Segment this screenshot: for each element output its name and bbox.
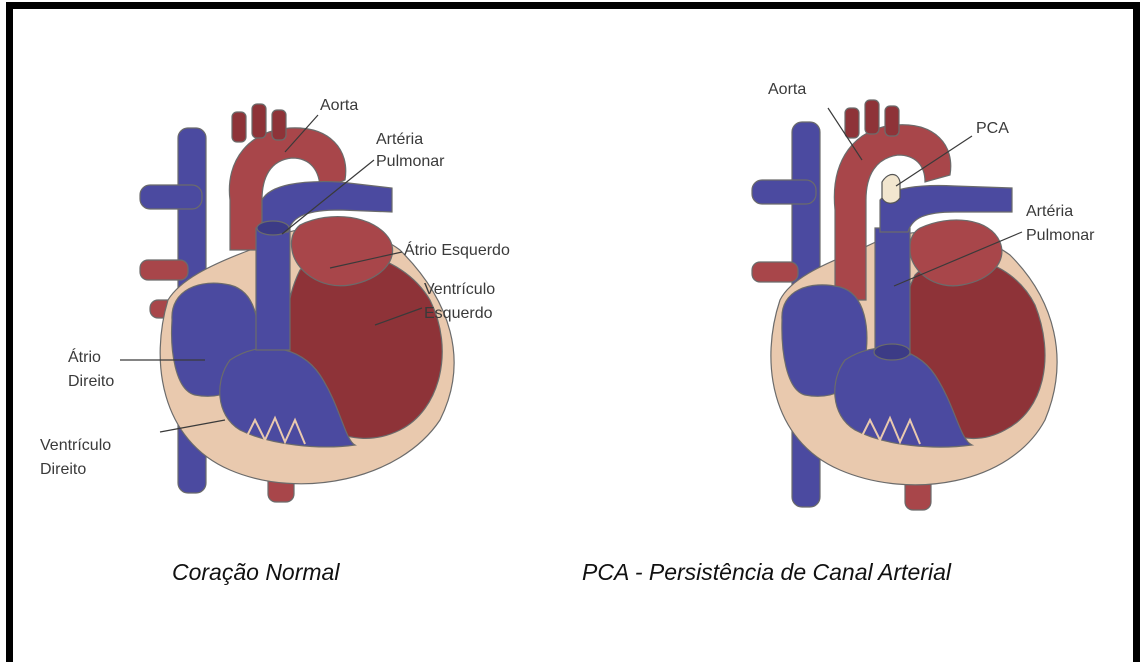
- caption-normal-heart: Coração Normal: [172, 559, 340, 585]
- pulmonary-valve: [874, 344, 910, 360]
- aorta-branch: [232, 112, 246, 142]
- label-arteria-line1: Artéria: [1026, 203, 1073, 220]
- pulmonary-trunk: [256, 228, 290, 350]
- caption-pca-heart: PCA - Persistência de Canal Arterial: [582, 559, 952, 585]
- label-arteria-line2: Pulmonar: [376, 153, 445, 170]
- label-ventriculo-esq-line2: Esquerdo: [424, 305, 493, 322]
- pulmonary-trunk: [875, 228, 910, 355]
- pca-heart-illustration: [752, 100, 1057, 510]
- label-atrio-esquerdo: Átrio Esquerdo: [404, 240, 510, 259]
- ductus-arteriosus: [882, 175, 900, 204]
- aorta-branch: [252, 104, 266, 138]
- aorta-branch: [885, 106, 899, 136]
- label-atrio-direito-line2: Direito: [68, 373, 114, 390]
- label-pca: PCA: [976, 120, 1009, 137]
- pulmonary-vein-left: [752, 180, 816, 204]
- label-aorta: Aorta: [320, 97, 358, 114]
- vessel-stub: [140, 260, 188, 280]
- label-aorta: Aorta: [768, 81, 806, 98]
- label-atrio-direito-line1: Átrio: [68, 347, 101, 366]
- label-ventriculo-dir-line1: Ventrículo: [40, 437, 111, 454]
- label-ventriculo-dir-line2: Direito: [40, 461, 86, 478]
- pulmonary-vein-left: [140, 185, 202, 209]
- label-arteria-line2: Pulmonar: [1026, 227, 1095, 244]
- aorta-branch: [845, 108, 859, 138]
- label-arteria-line1: Artéria: [376, 131, 423, 148]
- aorta-branch: [272, 110, 286, 140]
- aorta-branch: [865, 100, 879, 134]
- label-ventriculo-esq-line1: Ventrículo: [424, 281, 495, 298]
- vessel-stub: [752, 262, 798, 282]
